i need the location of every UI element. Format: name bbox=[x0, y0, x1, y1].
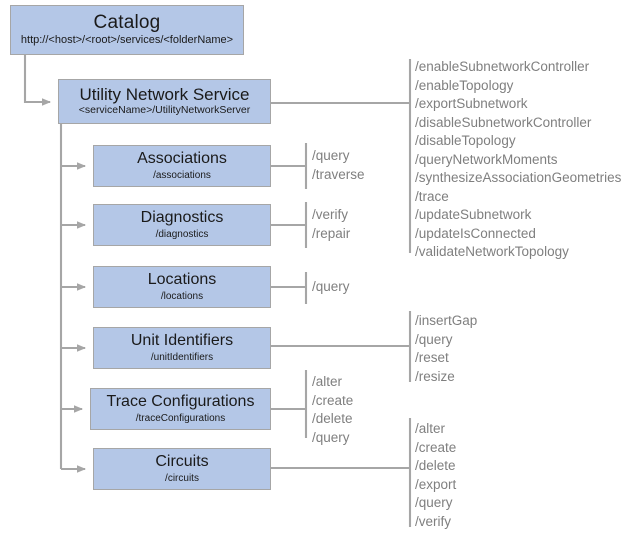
operation-item: /reset bbox=[415, 350, 449, 365]
node-locations-title: Locations bbox=[147, 271, 217, 289]
node-circuits-title: Circuits bbox=[155, 453, 209, 471]
node-locations[interactable]: Locations /locations bbox=[93, 266, 271, 308]
operations-locations: /query bbox=[312, 278, 350, 297]
node-catalog[interactable]: Catalog http://<host>/<root>/services/<f… bbox=[10, 5, 244, 55]
operation-item: /create bbox=[415, 439, 457, 455]
node-unit-identifiers-path: /unitIdentifiers bbox=[150, 351, 214, 363]
node-trace-configurations[interactable]: Trace Configurations /traceConfiguration… bbox=[90, 388, 271, 430]
operation-item: /alter bbox=[312, 374, 343, 389]
operation-item: /delete bbox=[415, 458, 456, 473]
operation-item: /updateIsConnected bbox=[415, 225, 536, 241]
operation-item: /disableSubnetworkController bbox=[415, 114, 592, 130]
node-unit-identifiers-title: Unit Identifiers bbox=[130, 332, 234, 350]
node-locations-path: /locations bbox=[160, 290, 204, 302]
operation-item: /create bbox=[312, 392, 354, 408]
node-associations-title: Associations bbox=[137, 150, 227, 168]
node-utility-network-service-path: <serviceName>/UtilityNetworkServer bbox=[78, 104, 251, 117]
operation-item: /synthesizeAssociationGeometries bbox=[415, 170, 622, 185]
node-diagnostics-title: Diagnostics bbox=[140, 209, 224, 227]
operation-item: /query bbox=[312, 148, 350, 163]
node-utility-network-service[interactable]: Utility Network Service <serviceName>/Ut… bbox=[58, 79, 271, 124]
operation-item: /enableSubnetworkController bbox=[415, 59, 590, 74]
node-circuits[interactable]: Circuits /circuits bbox=[93, 448, 271, 490]
operation-item: /insertGap bbox=[415, 313, 478, 328]
operation-item: /traverse bbox=[312, 166, 365, 182]
operation-item: /trace bbox=[415, 188, 449, 204]
operation-item: /repair bbox=[312, 225, 351, 241]
node-diagnostics[interactable]: Diagnostics /diagnostics bbox=[93, 204, 271, 246]
node-catalog-title: Catalog bbox=[93, 12, 161, 34]
node-unit-identifiers[interactable]: Unit Identifiers /unitIdentifiers bbox=[93, 327, 271, 369]
node-associations[interactable]: Associations /associations bbox=[93, 145, 271, 187]
operation-item: /verify bbox=[415, 513, 452, 529]
operations-trace-configurations: /alter/create/delete/query bbox=[312, 373, 353, 447]
node-utility-network-service-title: Utility Network Service bbox=[79, 85, 250, 105]
operation-item: /disableTopology bbox=[415, 133, 516, 148]
operation-item: /query bbox=[312, 429, 350, 445]
operation-item: /query bbox=[312, 279, 350, 294]
node-catalog-path: http://<host>/<root>/services/<folderNam… bbox=[20, 34, 234, 47]
operation-item: /queryNetworkMoments bbox=[415, 151, 558, 167]
operation-item: /verify bbox=[312, 207, 349, 222]
operation-item: /enableTopology bbox=[415, 77, 514, 93]
node-associations-path: /associations bbox=[153, 169, 211, 181]
operations-utility-network-service: /enableSubnetworkController/enableTopolo… bbox=[415, 58, 621, 262]
node-trace-configurations-path: /traceConfigurations bbox=[135, 412, 226, 424]
connector-catalog-to-uns bbox=[23, 55, 51, 106]
operation-item: /resize bbox=[415, 368, 455, 384]
node-diagnostics-path: /diagnostics bbox=[155, 228, 209, 240]
node-circuits-path: /circuits bbox=[165, 472, 199, 484]
operation-item: /updateSubnetwork bbox=[415, 207, 532, 222]
operation-item: /query bbox=[415, 495, 453, 510]
operations-circuits: /alter/create/delete/export/query/verify bbox=[415, 420, 456, 531]
operations-associations: /query/traverse bbox=[312, 147, 365, 184]
node-trace-configurations-title: Trace Configurations bbox=[106, 393, 255, 411]
operation-item: /validateNetworkTopology bbox=[415, 244, 569, 259]
operation-item: /export bbox=[415, 476, 457, 492]
operation-item: /exportSubnetwork bbox=[415, 96, 528, 111]
operation-item: /query bbox=[415, 331, 453, 347]
operations-diagnostics: /verify/repair bbox=[312, 206, 350, 243]
operation-item: /alter bbox=[415, 421, 446, 436]
operations-unit-identifiers: /insertGap/query/reset/resize bbox=[415, 312, 477, 386]
operation-item: /delete bbox=[312, 411, 353, 426]
